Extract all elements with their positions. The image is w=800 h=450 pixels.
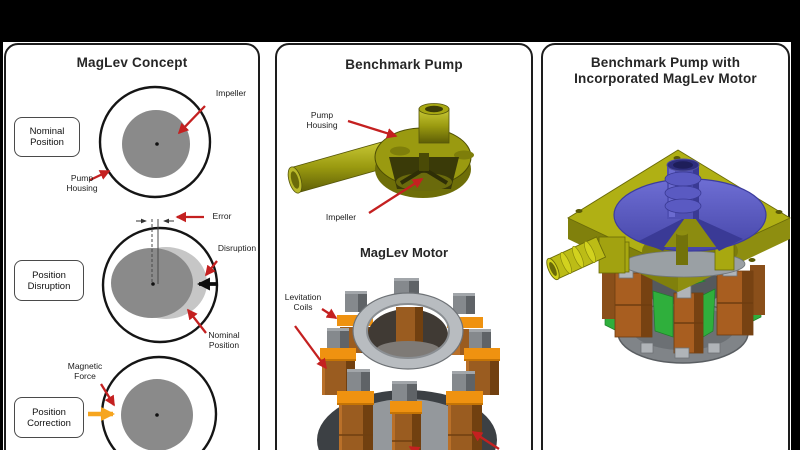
annotation-arrows xyxy=(294,119,500,450)
figure-background: MagLev Concept Nominal Position Position… xyxy=(3,42,791,450)
pump-housing-label: Pump Housing xyxy=(66,173,98,193)
annotation-arrows xyxy=(89,105,218,407)
error-label: Error xyxy=(212,211,232,221)
panel-benchmark-pump: Benchmark Pump MagLev Motor Pump Housing… xyxy=(275,43,533,450)
panel-title-line2: Incorporated MagLev Motor xyxy=(574,71,757,86)
maglev-motor-subtitle: MagLev Motor xyxy=(359,245,449,260)
nominal-position-diagram xyxy=(98,85,212,199)
panel-title: Benchmark Pump with Incorporated MagLev … xyxy=(543,55,788,87)
impeller-label: Impeller xyxy=(325,212,357,222)
nominal-position-box: Nominal Position xyxy=(14,117,80,157)
magnetic-force-label: Magnetic Force xyxy=(67,361,103,381)
position-disruption-diagram xyxy=(101,218,219,344)
pump-housing-label: Pump Housing xyxy=(306,110,338,130)
maglev-motor-render xyxy=(317,278,500,450)
panel-maglev-concept: MagLev Concept Nominal Position Position… xyxy=(4,43,260,450)
panel-title: MagLev Concept xyxy=(76,55,188,70)
panel-integrated-pump: Benchmark Pump with Incorporated MagLev … xyxy=(541,43,791,450)
nominal-position-label: Nominal Position xyxy=(208,330,240,350)
impeller-label: Impeller xyxy=(215,88,247,98)
integrated-assembly-render xyxy=(546,149,791,364)
position-disruption-box: Position Disruption xyxy=(14,260,84,301)
panel-title-line1: Benchmark Pump with xyxy=(590,55,741,70)
position-correction-box: Position Correction xyxy=(14,397,84,438)
integrated-pump-art xyxy=(546,149,791,364)
levitation-coils-label: Levitation Coils xyxy=(284,292,322,312)
panel-title: Benchmark Pump xyxy=(345,57,463,72)
disruption-label: Disruption xyxy=(217,243,257,253)
